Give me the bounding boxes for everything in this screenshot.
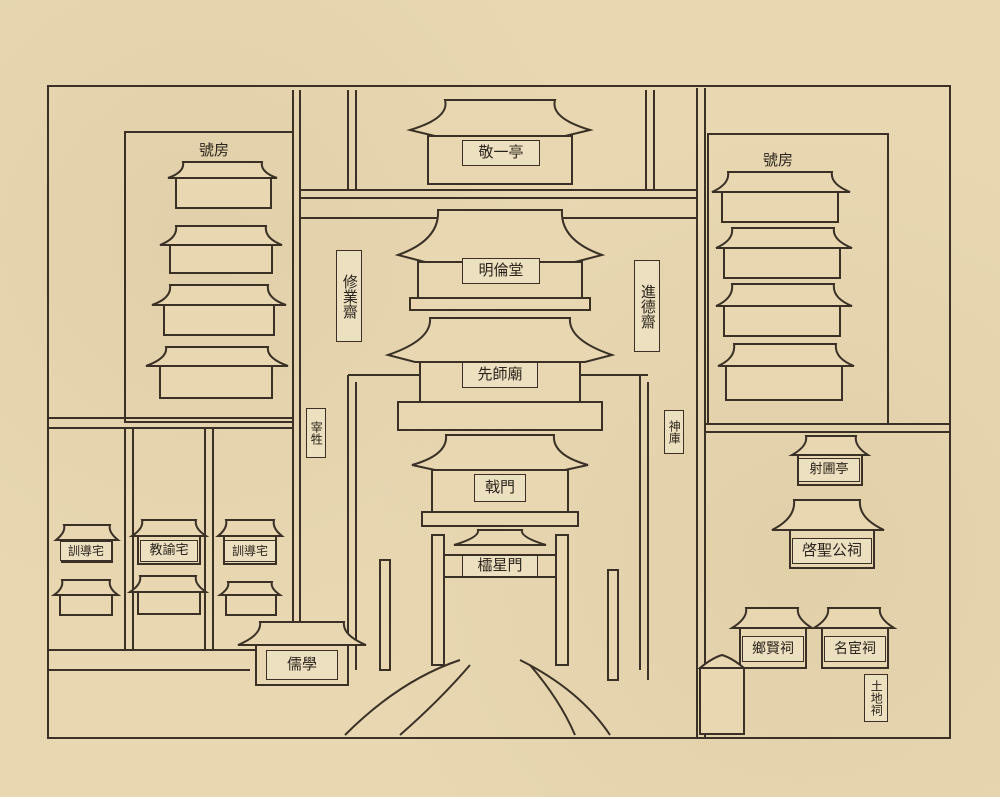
label-jiao-yu-zhai: 教諭宅	[140, 540, 198, 562]
label-she-pu-ting: 射圃亭	[798, 458, 860, 482]
label-xiang-xian-ci: 鄉賢祠	[742, 636, 804, 662]
label-small-right: 神庫	[664, 410, 684, 454]
label-ming-huan-ci: 名宦祠	[824, 636, 886, 662]
label-qi-sheng-gong-ci: 啓聖公祠	[792, 538, 872, 564]
label-jin-de-zhai: 進德齋	[634, 260, 660, 352]
label-jing-yi-ting: 敬一亭	[462, 140, 540, 166]
label-xun-dao-zhai-1: 訓導宅	[60, 541, 112, 561]
label-ling-xing-men: 櫺星門	[462, 555, 538, 577]
label-hao-fang-right: 號房	[762, 151, 793, 170]
label-xian-shi-miao: 先師廟	[462, 362, 538, 388]
outer-frame	[47, 85, 951, 739]
label-ming-lun-tang: 明倫堂	[462, 258, 540, 284]
label-ji-men: 戟門	[474, 474, 526, 502]
label-xiu-ye-zhai: 修業齋	[336, 250, 362, 342]
label-hao-fang-left: 號房	[198, 141, 229, 160]
label-small-left: 宰牲	[306, 408, 326, 458]
label-small-bottom: 土地祠	[864, 674, 888, 722]
label-xun-dao-zhai-2: 訓導宅	[224, 540, 276, 562]
label-ru-xue: 儒學	[266, 650, 338, 680]
